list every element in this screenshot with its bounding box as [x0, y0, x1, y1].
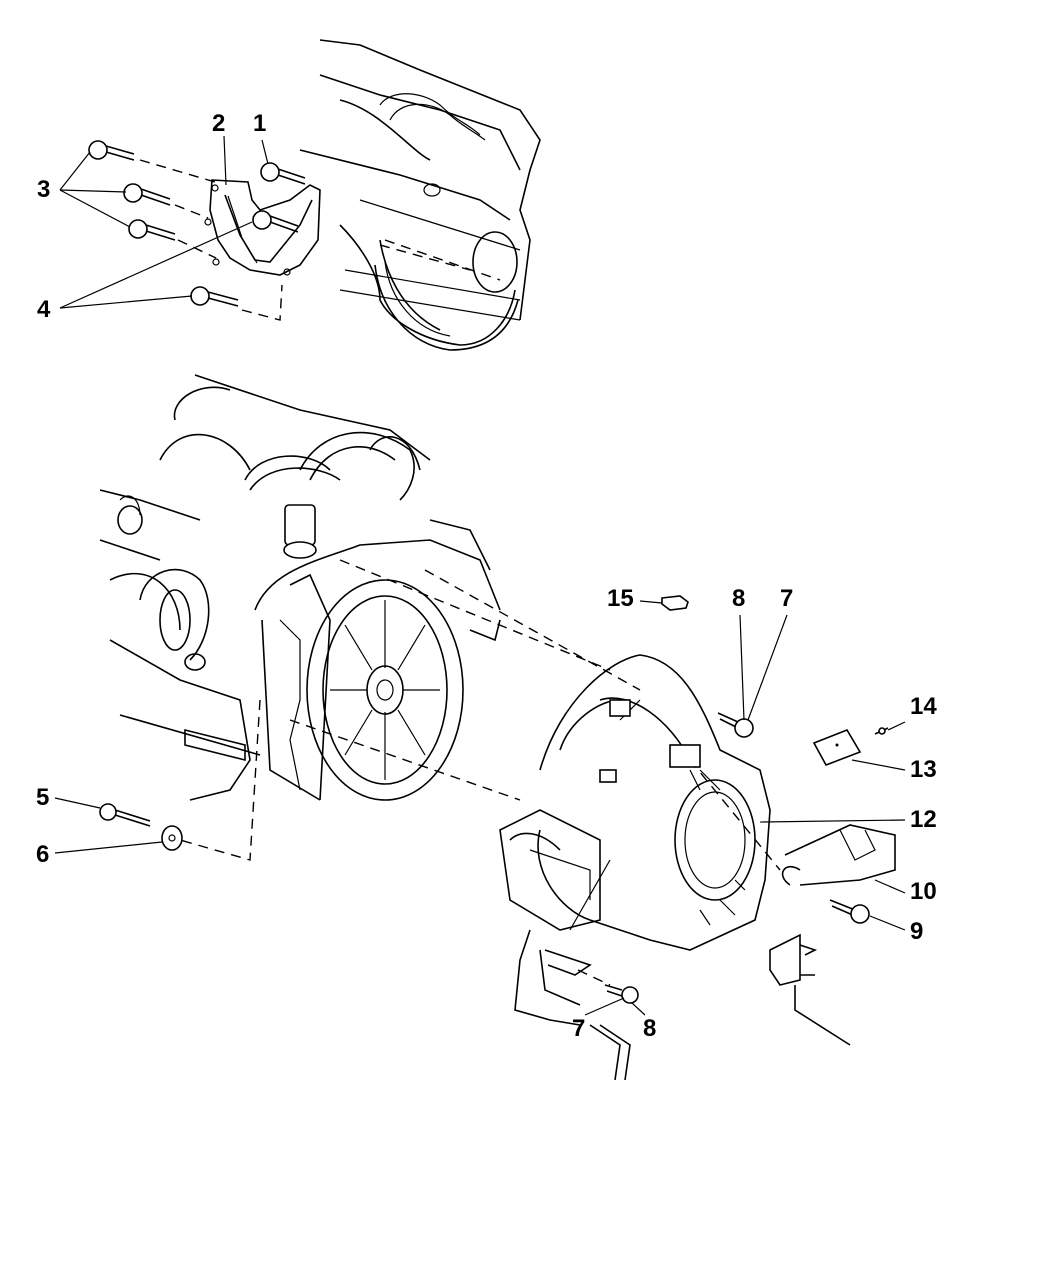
bolt-5 [99, 803, 151, 827]
transmission-adapter [254, 519, 501, 801]
callout-8-bottom: 8 [643, 1015, 657, 1042]
callout-2: 2 [212, 110, 226, 137]
callout-10: 10 [910, 878, 937, 905]
bracket-10 [769, 824, 896, 1046]
callout-13: 13 [910, 756, 937, 783]
callout-8-top: 8 [732, 585, 746, 612]
bolt-7-8-bottom [604, 984, 639, 1004]
screw-14 [874, 727, 889, 735]
callout-15: 15 [607, 585, 634, 612]
callout-6: 6 [36, 841, 50, 868]
callout-7-bottom: 7 [572, 1015, 586, 1042]
callout-14: 14 [910, 693, 937, 720]
flywheel-top [374, 244, 519, 351]
callout-7-top: 7 [780, 585, 794, 612]
callout-3: 3 [37, 176, 51, 203]
bolt-1 [260, 162, 306, 185]
bolts-4 [190, 210, 299, 321]
engine-block-main [99, 374, 431, 801]
engine-block-top [299, 39, 541, 346]
leader-lines-top [59, 135, 269, 309]
plate-13 [812, 729, 862, 766]
bolt-7-8-top [717, 712, 754, 738]
leader-lines-main [54, 600, 906, 1016]
bottom-bracket [514, 929, 631, 1081]
plug-15 [661, 595, 689, 611]
callout-5: 5 [36, 784, 50, 811]
callout-9: 9 [910, 918, 924, 945]
alignment-lines [179, 559, 781, 871]
flywheel-main [279, 573, 464, 801]
washer-6 [161, 825, 183, 851]
bolt-9 [829, 899, 870, 924]
bell-housing [499, 654, 771, 951]
callout-12: 12 [910, 806, 937, 833]
bolts-3 [88, 140, 217, 259]
callout-1: 1 [253, 110, 267, 137]
wire-harness [244, 431, 421, 559]
callout-4: 4 [37, 296, 51, 323]
